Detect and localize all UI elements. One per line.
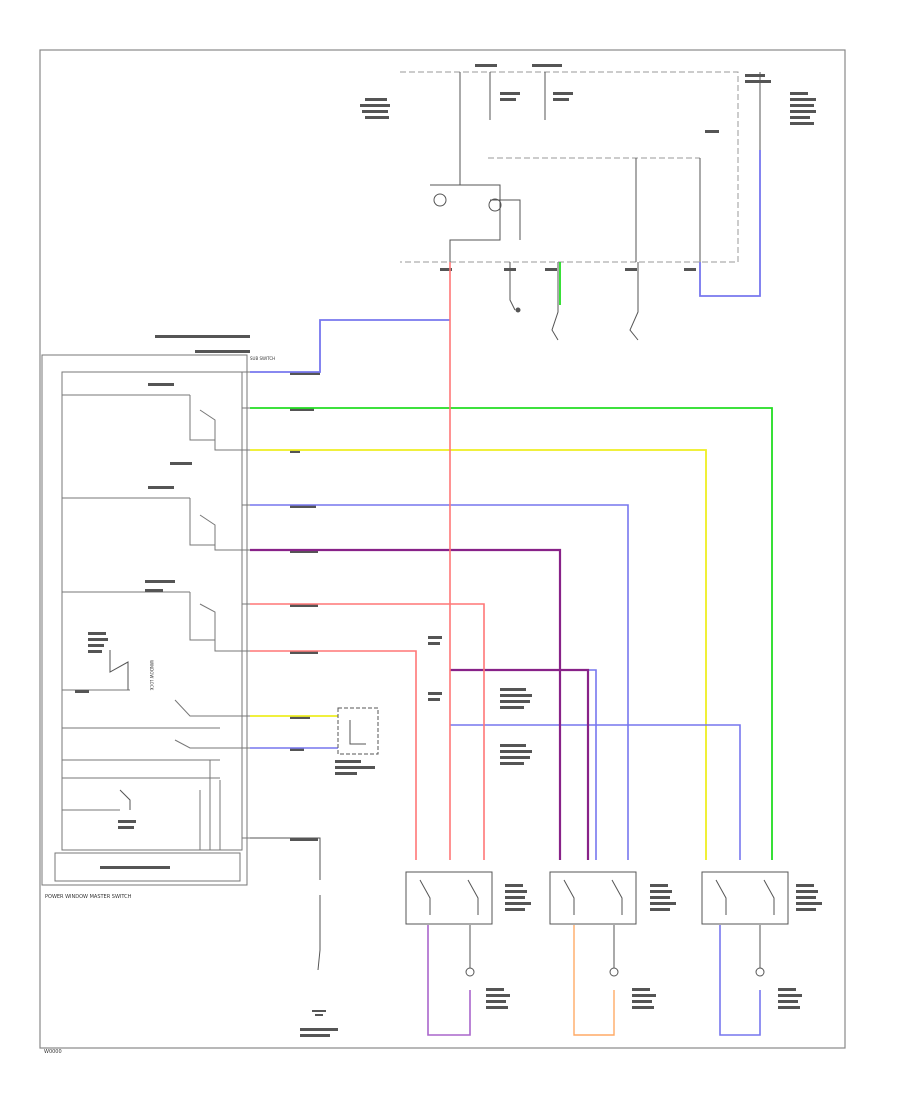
wire-blue-top xyxy=(250,319,450,373)
sub-switch-2 xyxy=(549,871,637,925)
wire-purple xyxy=(250,548,590,860)
top-right-fuse xyxy=(699,72,761,297)
wire-gray xyxy=(250,837,321,971)
box-connectors xyxy=(440,268,696,271)
left-door-relay xyxy=(337,707,379,755)
master-switch-inner-text xyxy=(75,383,192,869)
relay-label xyxy=(335,760,375,775)
wire-green xyxy=(250,262,773,860)
wire-orange xyxy=(573,925,615,1036)
wire-tags-master xyxy=(290,372,320,841)
diagram-frame xyxy=(39,49,846,1049)
circuit-breakers xyxy=(509,262,639,341)
motor-labels xyxy=(486,988,802,1009)
window-motors xyxy=(465,925,765,977)
window-lock-switch xyxy=(109,650,131,810)
wire-blue xyxy=(250,504,761,1036)
pw-relays xyxy=(428,636,532,765)
footer-code: W0000 xyxy=(44,1049,62,1055)
sub-switch-3 xyxy=(701,871,789,925)
wire-yellow xyxy=(250,449,707,860)
sub-switch-labels xyxy=(505,884,822,911)
connector-labels-top xyxy=(155,335,250,353)
wire-red xyxy=(250,262,485,860)
master-switch-label: POWER WINDOW MASTER SWITCH xyxy=(45,894,132,900)
master-switch-box xyxy=(41,354,268,886)
window-lock-label: WINDOW LOCK xyxy=(149,660,154,691)
sub-switch-1 xyxy=(405,871,493,925)
relay-box-text-marks xyxy=(360,64,816,133)
wire-purple-light xyxy=(427,925,471,1036)
fuse-relay-box xyxy=(400,71,739,263)
sub-switch-label: SUB SWITCH xyxy=(250,356,275,361)
ground-symbol xyxy=(300,1010,338,1037)
